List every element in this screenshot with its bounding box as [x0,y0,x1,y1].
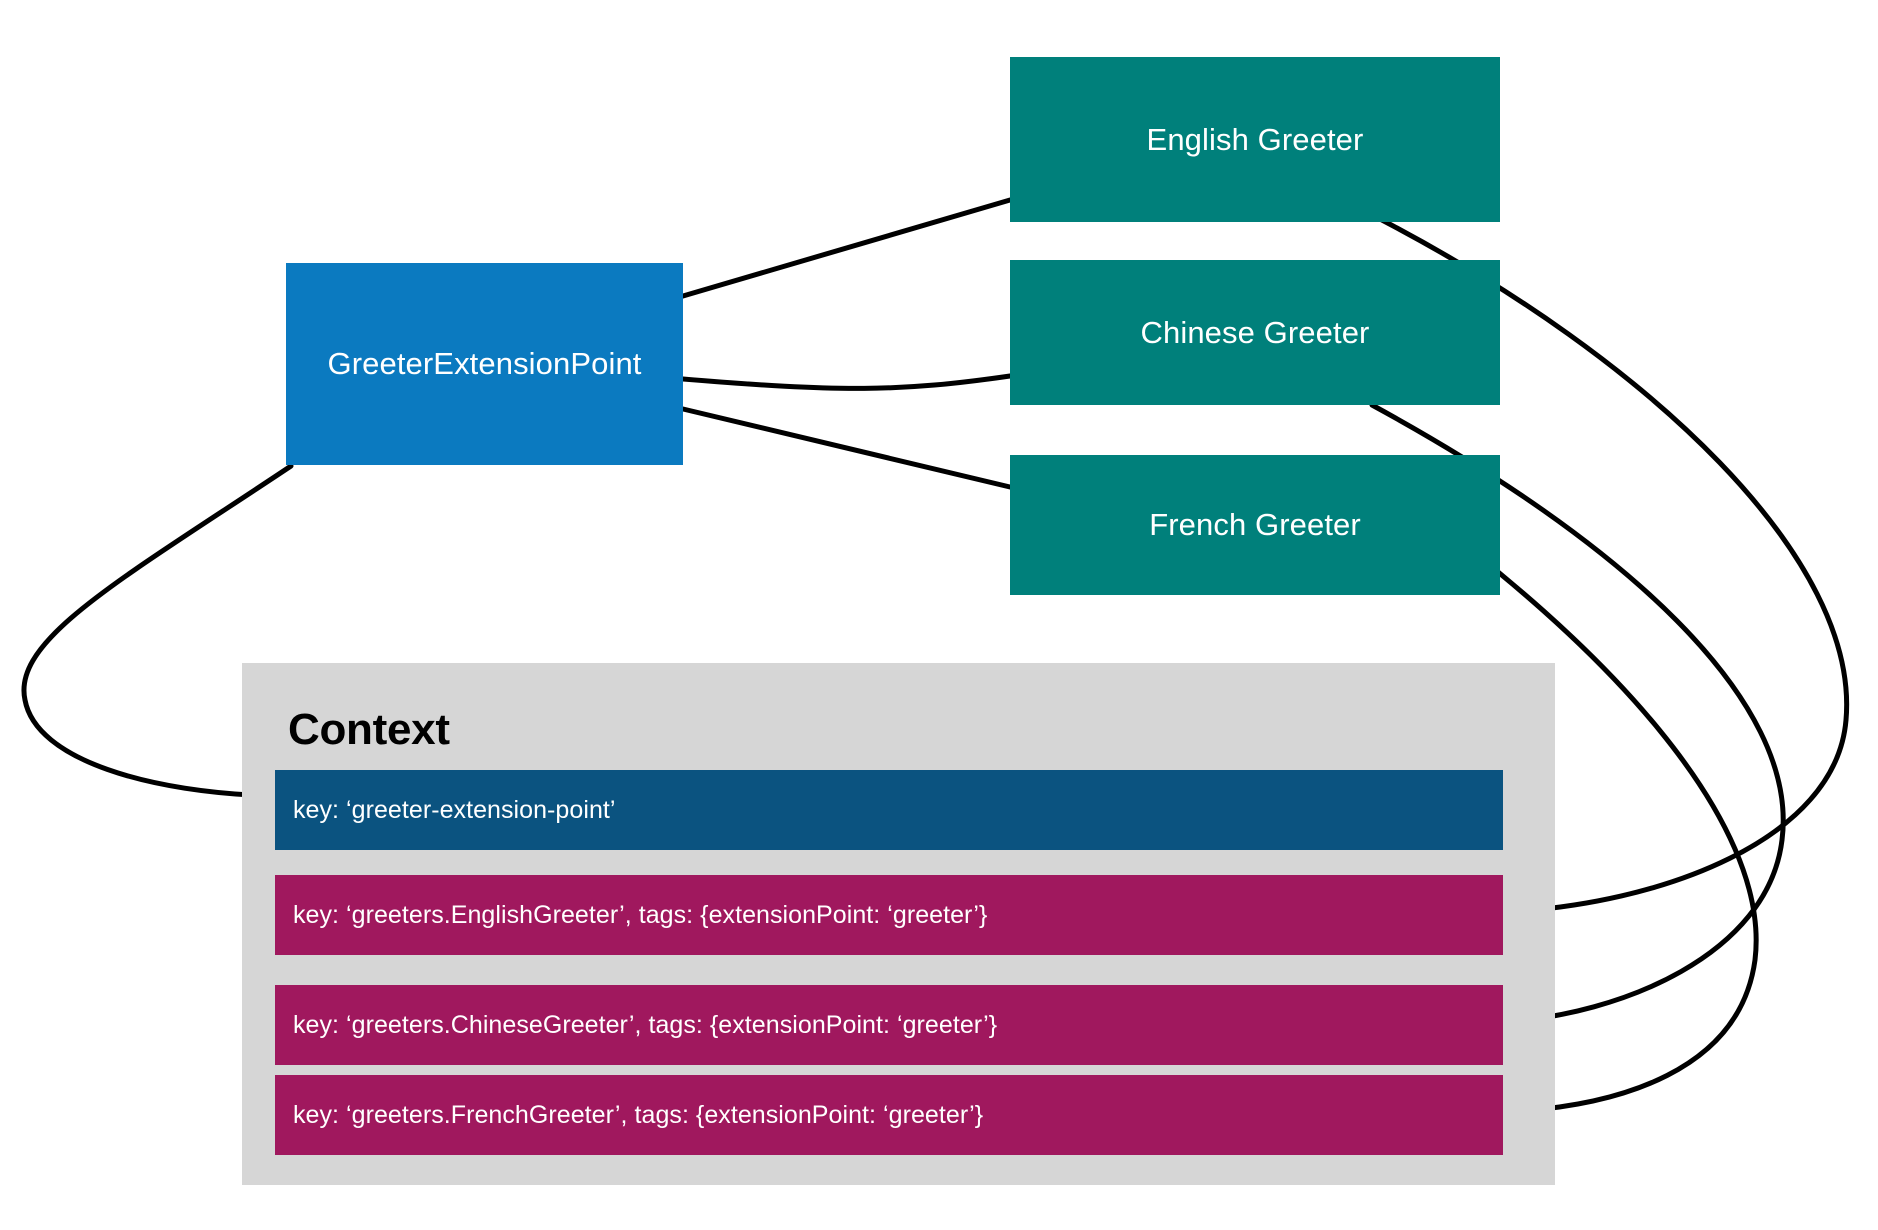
context-entry-english-greeter[interactable]: key: ‘greeters.EnglishGreeter’, tags: {e… [275,875,1503,955]
node-label-chinese-greeter: Chinese Greeter [1140,314,1370,350]
context-entry-label: key: ‘greeters.ChineseGreeter’, tags: {e… [293,1010,998,1039]
node-english-greeter[interactable]: English Greeter [1010,57,1500,222]
context-entry-french-greeter[interactable]: key: ‘greeters.FrenchGreeter’, tags: {ex… [275,1075,1503,1155]
edge-extension-point-to-english-greeter [680,197,1013,299]
context-entry-greeter-extension-point[interactable]: key: ‘greeter-extension-point’ [275,770,1503,850]
context-entry-chinese-greeter[interactable]: key: ‘greeters.ChineseGreeter’, tags: {e… [275,985,1503,1065]
edge-extension-point-to-french-greeter [680,406,1013,490]
node-greeter-extension-point[interactable]: GreeterExtensionPoint [286,263,683,465]
context-entry-label: key: ‘greeter-extension-point’ [293,795,616,824]
edge-extension-point-to-chinese-greeter [680,373,1013,391]
node-chinese-greeter[interactable]: Chinese Greeter [1010,260,1500,405]
context-panel-title: Context [288,705,450,754]
node-french-greeter[interactable]: French Greeter [1010,455,1500,595]
context-entry-label: key: ‘greeters.EnglishGreeter’, tags: {e… [293,900,988,929]
node-label-english-greeter: English Greeter [1146,121,1364,157]
node-label-greeter-extension-point: GreeterExtensionPoint [327,346,642,381]
node-label-french-greeter: French Greeter [1149,507,1361,542]
context-entry-label: key: ‘greeters.FrenchGreeter’, tags: {ex… [293,1100,984,1129]
